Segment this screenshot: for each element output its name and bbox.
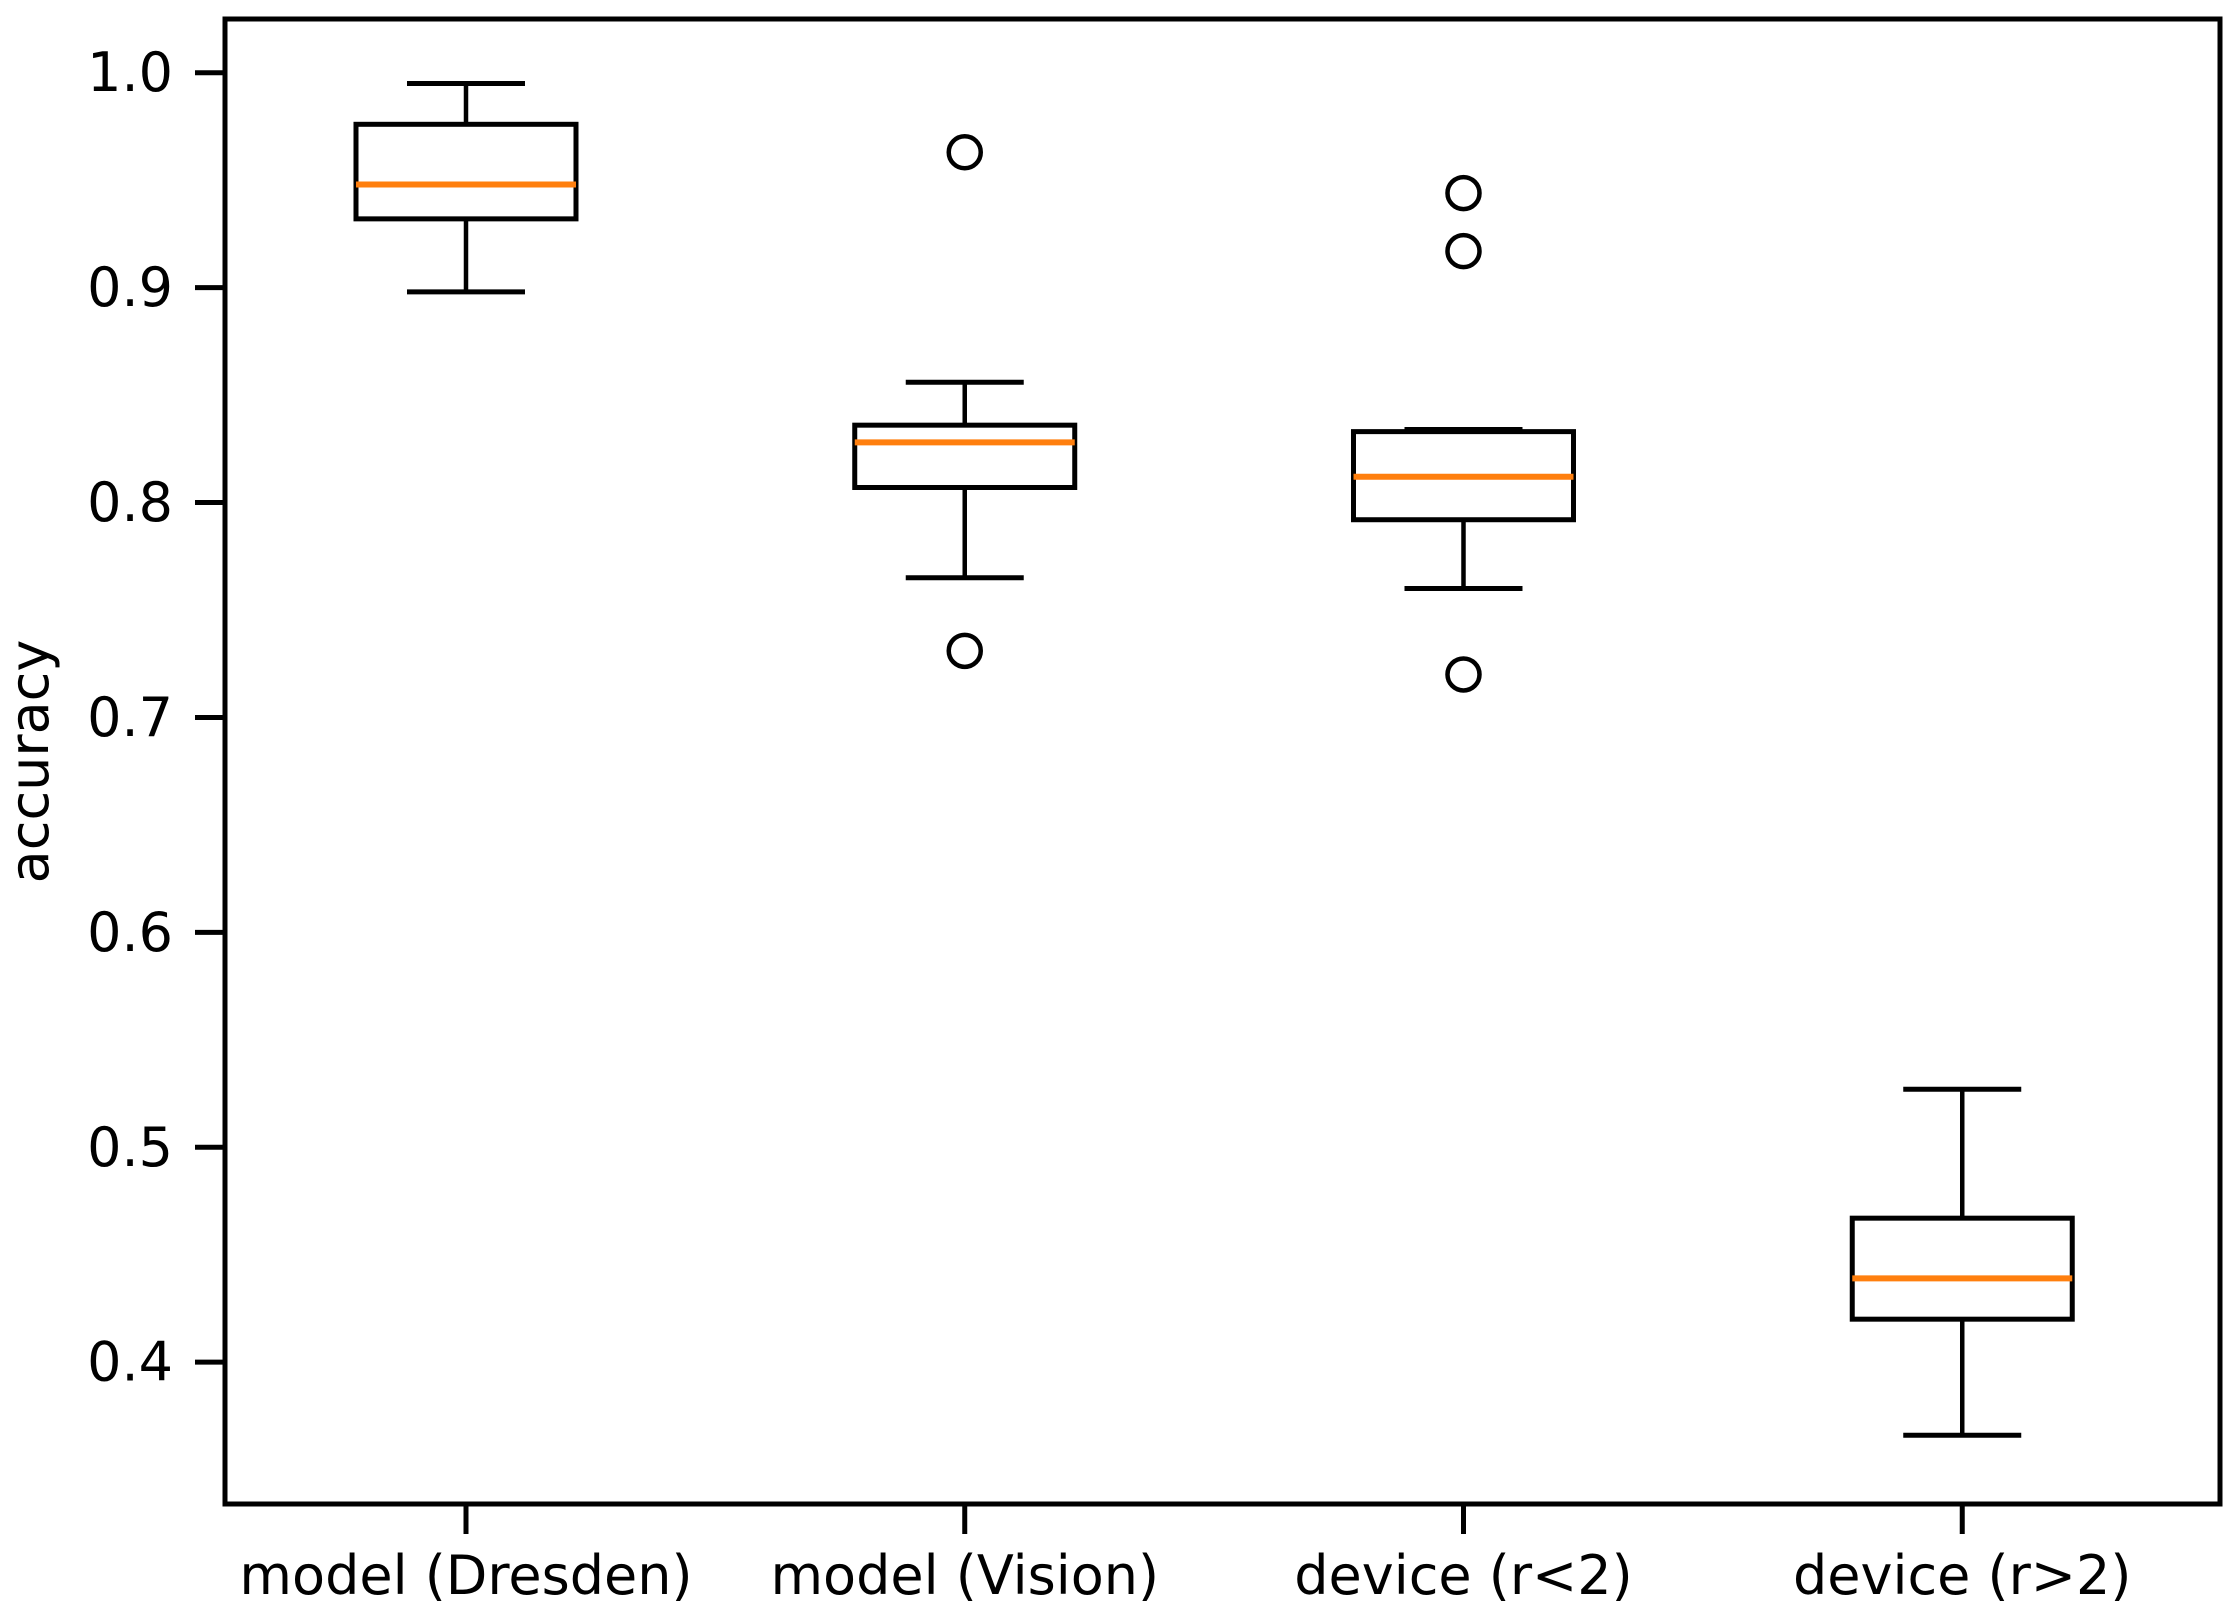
x-tick-label: device (r<2) — [1294, 1544, 1632, 1607]
y-tick-label: 0.5 — [87, 1116, 173, 1179]
box-iqr — [1849, 1215, 2075, 1322]
y-tick-label: 0.9 — [87, 256, 173, 319]
outlier-point — [1445, 656, 1482, 693]
x-tick-label: model (Vision) — [770, 1544, 1159, 1607]
y-tick-label: 0.4 — [87, 1331, 173, 1394]
x-tick-label: model (Dresden) — [239, 1544, 692, 1607]
x-tick-label: device (r>2) — [1793, 1544, 2131, 1607]
y-tick-label: 0.6 — [87, 901, 173, 964]
y-tick-label: 0.7 — [87, 686, 173, 749]
axes-frame — [222, 16, 2223, 1507]
y-tick-label: 0.8 — [87, 471, 173, 534]
y-axis-label: accuracy — [0, 640, 61, 884]
outlier-point — [946, 632, 983, 670]
y-tick-label: 1.0 — [87, 41, 173, 104]
box-iqr — [852, 422, 1078, 490]
box-iqr — [353, 121, 579, 222]
outlier-point — [1445, 174, 1482, 212]
outlier-point — [1445, 232, 1482, 270]
outlier-point — [946, 133, 983, 171]
